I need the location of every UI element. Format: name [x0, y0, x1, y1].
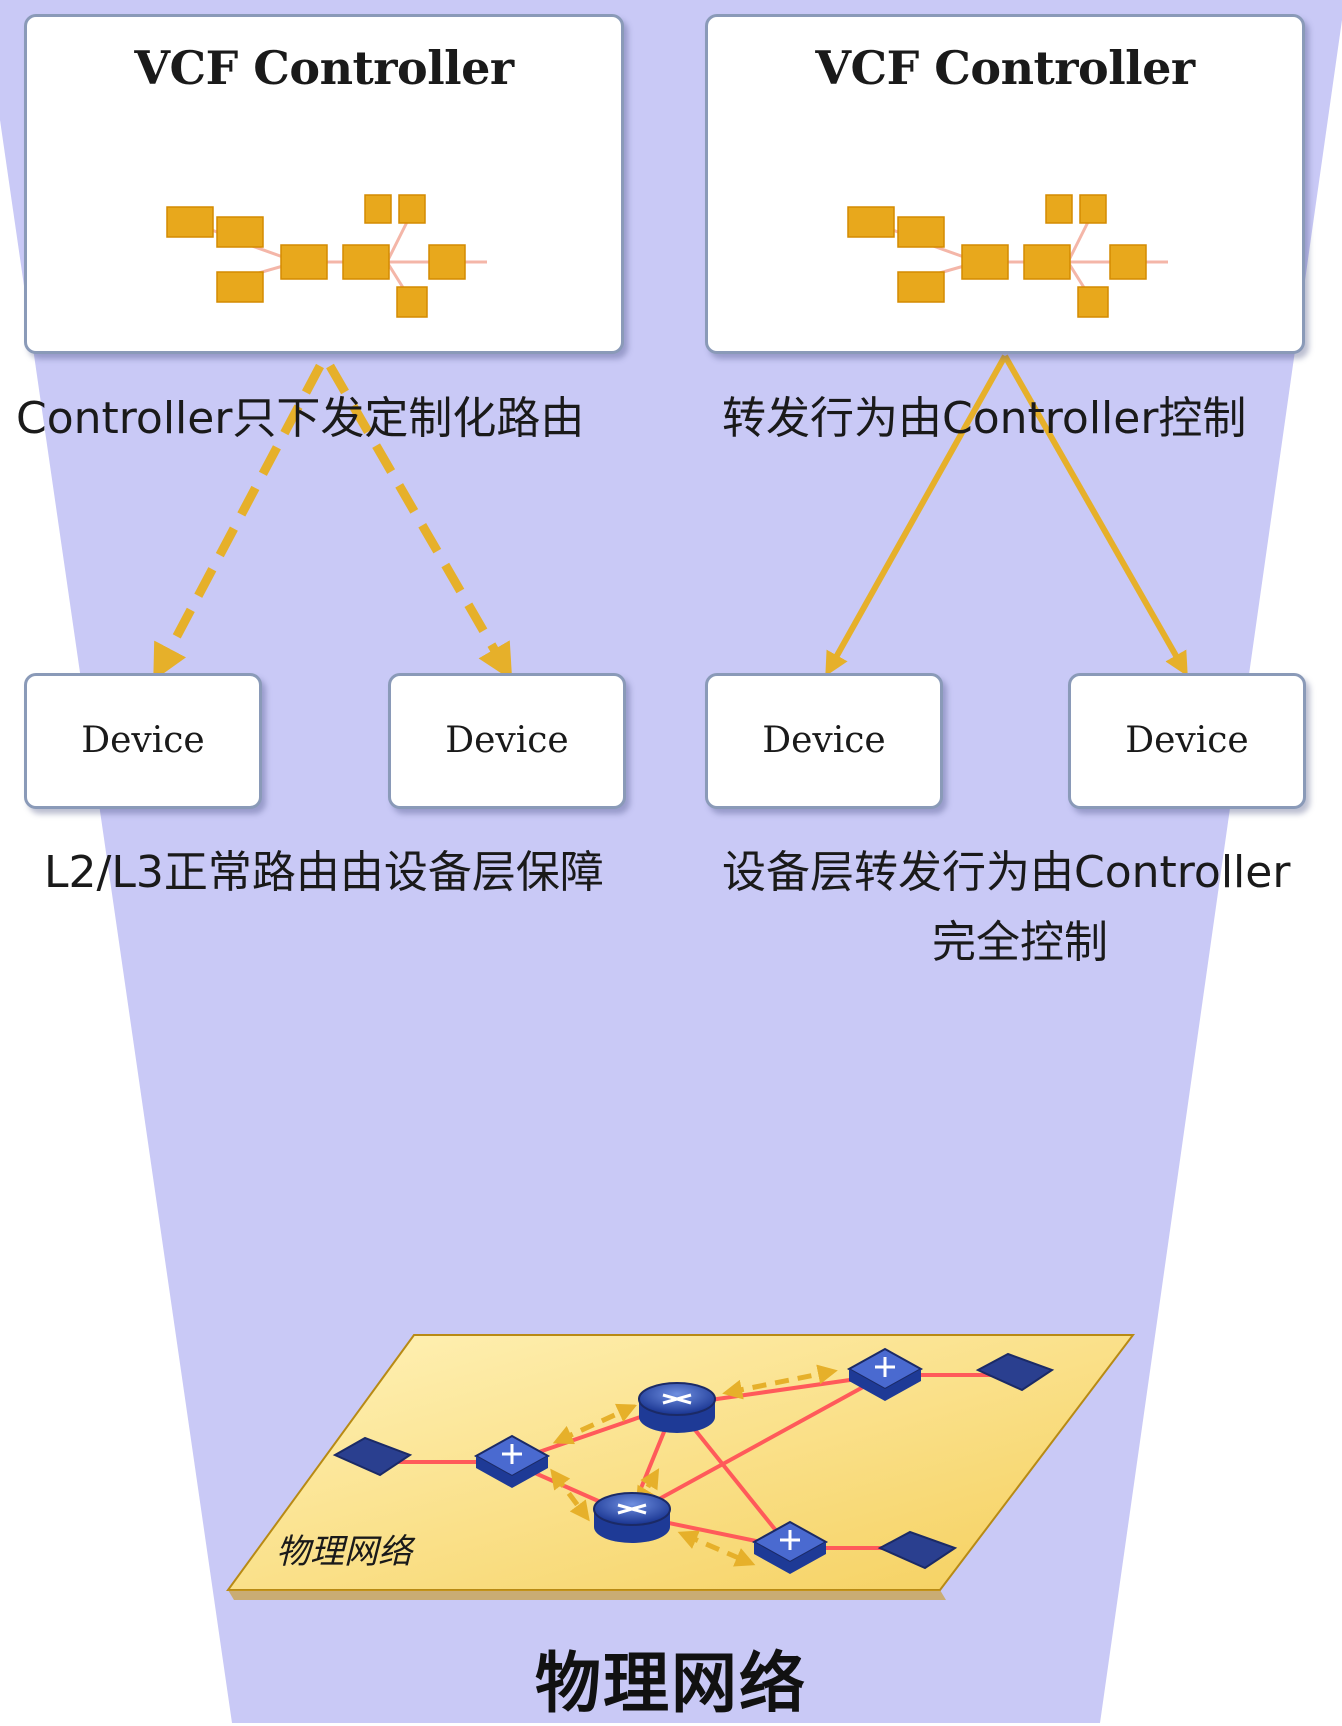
right-controller-caption: 转发行为由Controller控制: [722, 393, 1247, 444]
device-label: Device: [445, 720, 569, 761]
device-label: Device: [81, 720, 205, 761]
right-solid-arrows: [825, 354, 1188, 677]
left-device-2: Device: [388, 673, 626, 809]
right-device-1: Device: [705, 673, 943, 809]
right-controller-box: VCF Controller: [705, 14, 1305, 354]
flow-diagram-icon: [166, 194, 487, 318]
right-device-2: Device: [1068, 673, 1306, 809]
left-controller-box: VCF Controller: [24, 14, 624, 354]
flow-diagram-icon: [847, 194, 1168, 318]
right-device-caption-line1: 设备层转发行为由Controller: [722, 847, 1291, 898]
left-controller-caption: Controller只下发定制化路由: [16, 393, 585, 444]
left-controller-title: VCF Controller: [134, 41, 514, 95]
bottom-title: 物理网络: [535, 1645, 807, 1722]
left-dashed-arrows: [153, 363, 513, 681]
device-label: Device: [762, 720, 886, 761]
left-device-1: Device: [24, 673, 262, 809]
network-plane: [226, 1334, 1136, 1600]
right-controller-title: VCF Controller: [815, 41, 1195, 95]
router-icon: [593, 1382, 716, 1543]
device-label: Device: [1125, 720, 1249, 761]
host-icon: [332, 1352, 1055, 1570]
switch-icon: [473, 1347, 924, 1574]
right-device-caption-line2: 完全控制: [932, 917, 1108, 968]
left-device-caption: L2/L3正常路由由设备层保障: [44, 847, 604, 898]
network-plane-label: 物理网络: [276, 1532, 412, 1572]
